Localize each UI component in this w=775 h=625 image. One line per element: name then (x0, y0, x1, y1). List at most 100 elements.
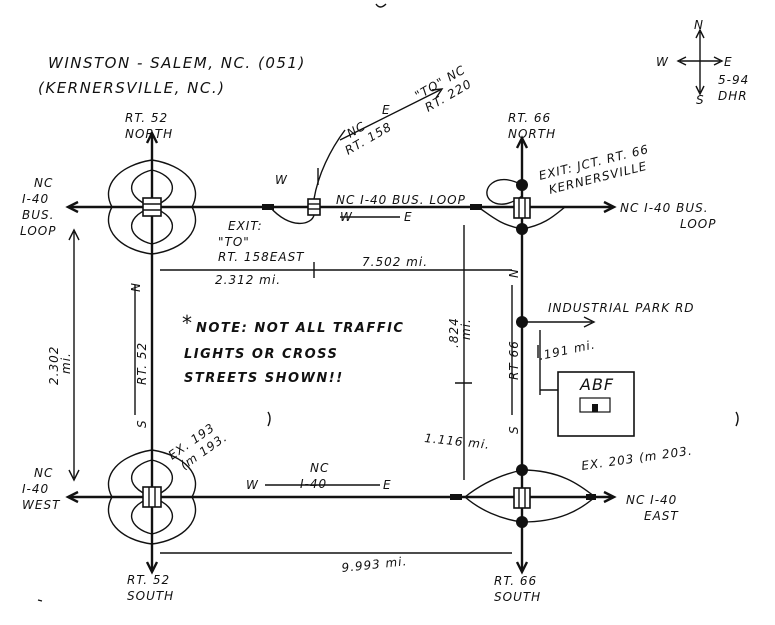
svg-text:EAST: EAST (644, 509, 679, 523)
svg-text:RT. 158EAST: RT. 158EAST (218, 250, 305, 264)
note-line-3: STREETS SHOWN!! (184, 371, 344, 386)
map-date: 5-94 (718, 73, 749, 87)
svg-text:WEST: WEST (22, 498, 61, 512)
cloverleaf-nw (107, 159, 197, 255)
label-to-nc220: "TO" NC RT. 220 (413, 62, 475, 114)
svg-text:I-40: I-40 (22, 482, 49, 496)
ne-arrow-icon (431, 88, 444, 99)
distance-7502: 7.502 mi. (362, 255, 428, 269)
compass-s: S (696, 93, 705, 107)
note-star: * (182, 311, 192, 335)
distance-9993: 9.993 mi. (341, 554, 408, 575)
label-i40-west: NC I-40 WEST (22, 466, 61, 512)
label-exit-jct66: EXIT: JCT. RT. 66 KERNERSVILLE (537, 142, 650, 197)
label-rt66-south: RT. 66 SOUTH (494, 574, 541, 604)
industrial-park-intersection (516, 316, 596, 395)
i40-west-arrow-icon (65, 490, 79, 504)
distance-2302: 2.302 (47, 346, 61, 385)
scan-mark (375, 3, 387, 8)
svg-text:"TO": "TO" (218, 235, 250, 249)
cloverleaf-sw (107, 449, 197, 545)
label-i40-mid: NC I-40 (300, 461, 329, 491)
label-rt66-north: RT. 66 NORTH (508, 111, 556, 141)
pen-mark (735, 411, 739, 427)
svg-text:RT. 52: RT. 52 (125, 111, 168, 125)
label-rt52-vertical: RT. 52 (135, 342, 149, 385)
label-nc158: NC RT. 158 (343, 119, 395, 158)
abf-facility: ABF (540, 371, 635, 437)
svg-text:RT. 66: RT. 66 (508, 111, 551, 125)
svg-text:RT. 52: RT. 52 (127, 573, 170, 587)
svg-text:SOUTH: SOUTH (494, 590, 541, 604)
label-i40-bus-loop-east: NC I-40 BUS. LOOP (620, 201, 716, 231)
label-ex203: EX. 203 (m 203. (580, 444, 693, 473)
map-subtitle: (KERNERSVILLE, NC.) (38, 79, 225, 97)
compass-rose: N E S W 5-94 DHR (656, 18, 749, 107)
svg-text:NC I-40 BUS.: NC I-40 BUS. (620, 201, 709, 215)
interchange-se (450, 464, 596, 528)
rt158-ramp-line (339, 89, 441, 141)
pen-mark (37, 599, 43, 602)
label-i40-east: NC I-40 EAST (626, 493, 679, 523)
distance-824-unit: mi. (459, 318, 473, 340)
west-arrow-icon (65, 200, 79, 214)
distance-824: .824 (447, 317, 461, 348)
label-rt52-south: RT. 52 SOUTH (127, 573, 174, 603)
dir-n-52: N (129, 282, 143, 292)
svg-text:RT. 66: RT. 66 (494, 574, 537, 588)
compass-n: N (694, 18, 704, 32)
compass-n-arrow-icon (695, 28, 705, 39)
svg-text:I-40: I-40 (22, 192, 49, 206)
label-ex193: EX. 193 (m 193. (166, 420, 230, 472)
svg-text:NORTH: NORTH (125, 127, 173, 141)
rt52-north-arrow-icon (145, 130, 159, 144)
svg-text:NORTH: NORTH (508, 127, 556, 141)
label-i40-bus-loop-mid: NC I-40 BUS. LOOP (336, 193, 466, 207)
svg-text:EXIT:: EXIT: (228, 219, 263, 233)
note-line-1: NOTE: NOT ALL TRAFFIC (196, 321, 404, 336)
svg-text:SOUTH: SOUTH (127, 589, 174, 603)
distance-1116: 1.116 mi. (424, 431, 491, 452)
map-note: * NOTE: NOT ALL TRAFFIC LIGHTS OR CROSS … (182, 311, 404, 386)
svg-text:NC: NC (310, 461, 329, 475)
overpass-rt158 (262, 129, 346, 225)
map-initials: DHR (718, 89, 748, 103)
dir-s-66: S (507, 425, 521, 434)
interchange-ne (470, 178, 566, 235)
map-title: WINSTON - SALEM, NC. (051) (48, 54, 306, 72)
rt66-north-arrow-icon (515, 135, 529, 149)
dir-w-mid: W (340, 210, 353, 224)
dir-e-i40: E (383, 478, 392, 492)
svg-text:I-40: I-40 (300, 477, 327, 491)
compass-e: E (724, 55, 733, 69)
east-arrow-icon (603, 200, 617, 214)
compass-s-arrow-icon (695, 85, 705, 96)
label-rt52-north: RT. 52 NORTH (125, 111, 173, 141)
dir-s-52: S (135, 419, 149, 428)
label-rt66-vertical: RT 66 (507, 340, 521, 380)
distance-191: .191 mi. (538, 337, 597, 363)
distance-2302-unit: mi. (59, 352, 73, 374)
svg-text:LOOP: LOOP (20, 224, 56, 238)
svg-text:NC: NC (34, 176, 53, 190)
dir-e-158: E (382, 103, 391, 117)
rt52-south-arrow-icon (145, 561, 159, 575)
pen-mark (267, 411, 271, 427)
note-line-2: LIGHTS OR CROSS (184, 347, 338, 362)
compass-e-arrow-icon (713, 56, 724, 66)
label-industrial-park: INDUSTRIAL PARK RD (548, 301, 695, 315)
dir-e-mid: E (404, 210, 413, 224)
svg-text:BUS.: BUS. (22, 208, 54, 222)
dir-w-i40: W (246, 478, 259, 492)
svg-text:NC: NC (34, 466, 53, 480)
compass-w: W (656, 55, 669, 69)
svg-text:LOOP: LOOP (680, 217, 716, 231)
dir-n-66: N (507, 268, 521, 278)
facility-label: ABF (579, 375, 614, 394)
traffic-light-icon (516, 179, 528, 191)
label-exit-rt158: EXIT: "TO" RT. 158EAST (218, 219, 305, 264)
rt66-south-arrow-icon (515, 561, 529, 575)
label-i40-bus-loop-west: NC I-40 BUS. LOOP (20, 176, 56, 238)
svg-text:NC I-40: NC I-40 (626, 493, 677, 507)
